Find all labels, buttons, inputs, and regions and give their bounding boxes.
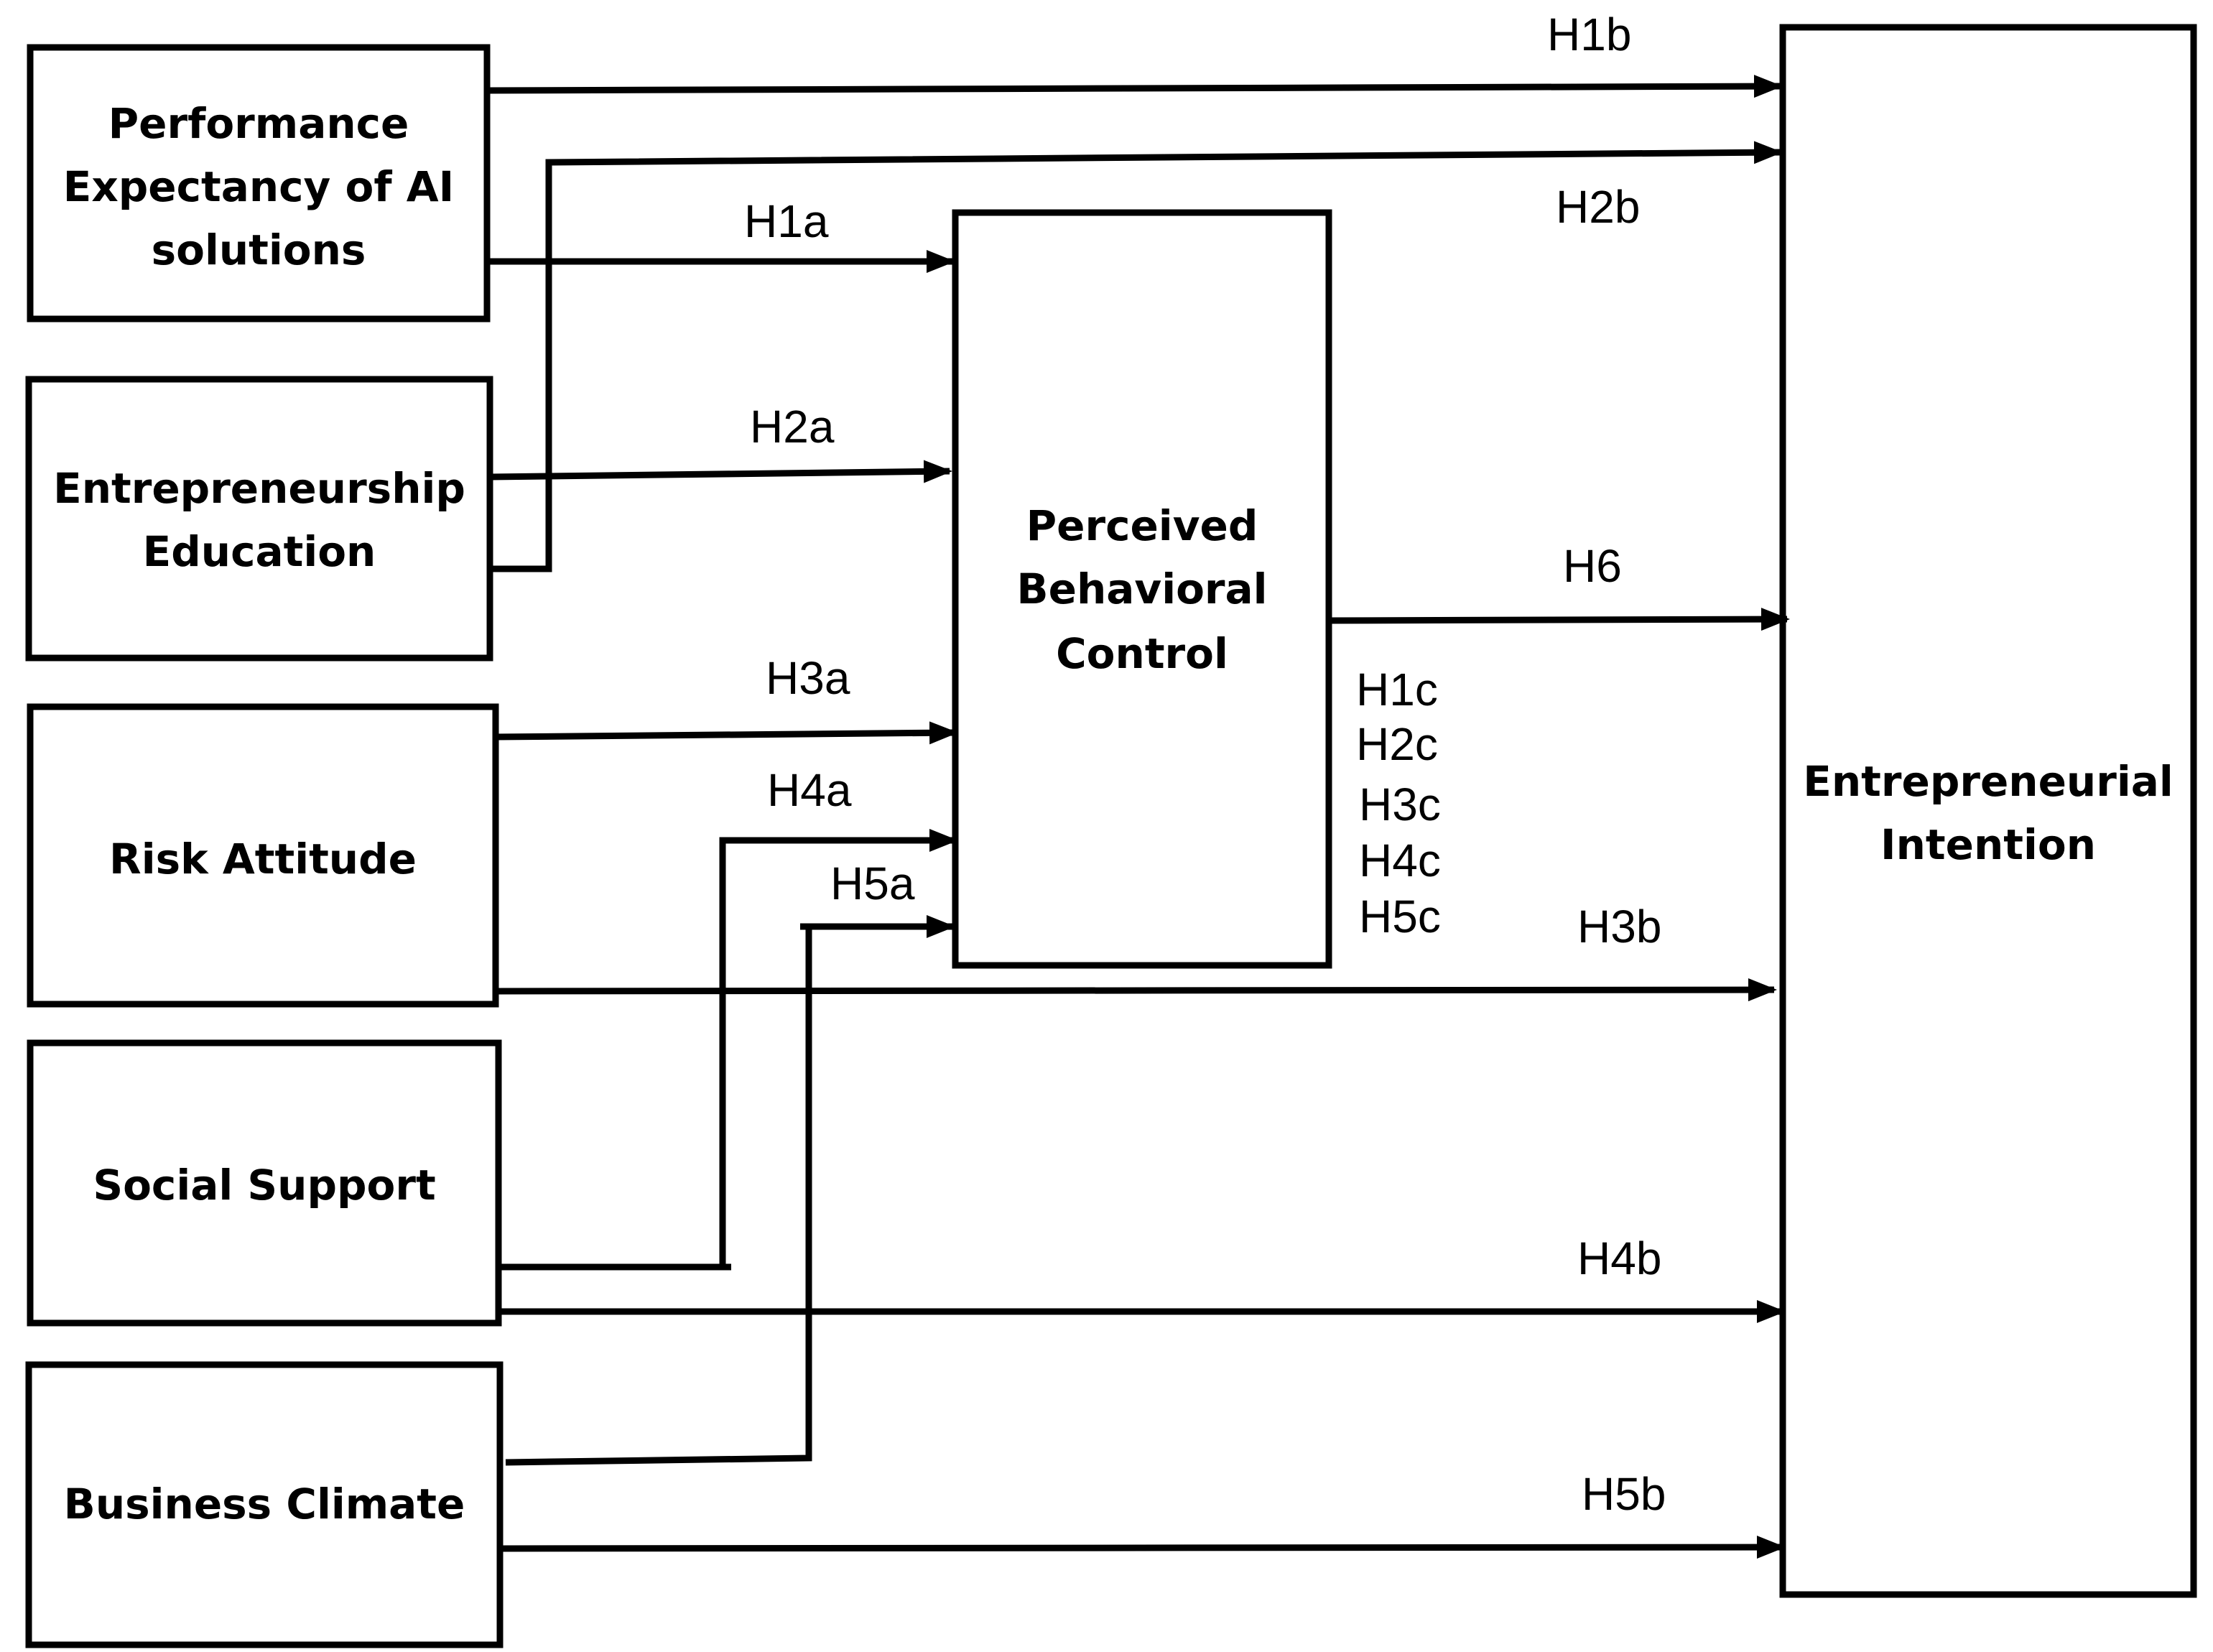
performance-expectancy-label-line-3: solutions	[152, 226, 366, 274]
entrepreneurship-education-label-line-2: Education	[143, 527, 376, 576]
arrow-h2a	[489, 460, 952, 483]
box-perceived-behavioral-control: Perceived Behavioral Control	[952, 209, 1332, 969]
label-h1b: H1b	[1547, 9, 1631, 60]
label-h1a: H1a	[744, 195, 829, 247]
arrow-h4a	[498, 829, 958, 1271]
label-h3c: H3c	[1359, 779, 1441, 830]
label-h5b: H5b	[1582, 1468, 1666, 1520]
arrow-h2b	[490, 141, 1783, 572]
arrow-h3a	[495, 721, 958, 745]
label-h5a: H5a	[830, 858, 915, 909]
risk-attitude-label: Risk Attitude	[109, 835, 417, 883]
label-h4a: H4a	[767, 764, 852, 816]
arrow-h6	[1328, 608, 1790, 631]
label-h2c: H2c	[1356, 718, 1438, 770]
label-h3a: H3a	[766, 652, 850, 704]
arrow-h3b	[495, 978, 1777, 1002]
entrepreneurial-intention-label-line-1: Entrepreneurial	[1803, 757, 2173, 806]
social-support-label: Social Support	[93, 1161, 435, 1210]
box-business-climate: Business Climate	[25, 1361, 504, 1648]
arrow-h1b	[486, 75, 1783, 98]
perceived-behavioral-control-label-line-1: Perceived	[1026, 501, 1258, 550]
box-entrepreneurship-education: Entrepreneurship Education	[25, 376, 493, 662]
label-h5c: H5c	[1359, 891, 1441, 942]
arrow-h5b	[499, 1536, 1786, 1559]
box-performance-expectancy: Performance Expectancy of AI solutions	[27, 44, 491, 322]
performance-expectancy-label-line-2: Expectancy of AI	[63, 162, 455, 211]
label-h4c: H4c	[1359, 835, 1441, 886]
arrow-h5a	[505, 915, 955, 1466]
entrepreneurial-intention-label-line-2: Intention	[1880, 820, 2096, 869]
performance-expectancy-label-line-1: Performance	[108, 99, 409, 148]
business-climate-label: Business Climate	[64, 1480, 465, 1528]
label-h1c: H1c	[1356, 664, 1438, 715]
label-h6: H6	[1563, 540, 1622, 592]
entrepreneurship-education-label-line-1: Entrepreneurship	[53, 464, 465, 513]
box-entrepreneurial-intention: Entrepreneurial Intention	[1779, 24, 2197, 1598]
label-h4b: H4b	[1577, 1233, 1661, 1284]
perceived-behavioral-control-label-line-3: Control	[1056, 629, 1228, 678]
label-h3b: H3b	[1577, 901, 1661, 952]
label-h2a: H2a	[750, 401, 835, 453]
label-h2b: H2b	[1556, 181, 1640, 233]
box-risk-attitude: Risk Attitude	[27, 703, 499, 1008]
perceived-behavioral-control-label-line-2: Behavioral	[1016, 565, 1267, 613]
box-social-support: Social Support	[27, 1039, 502, 1327]
